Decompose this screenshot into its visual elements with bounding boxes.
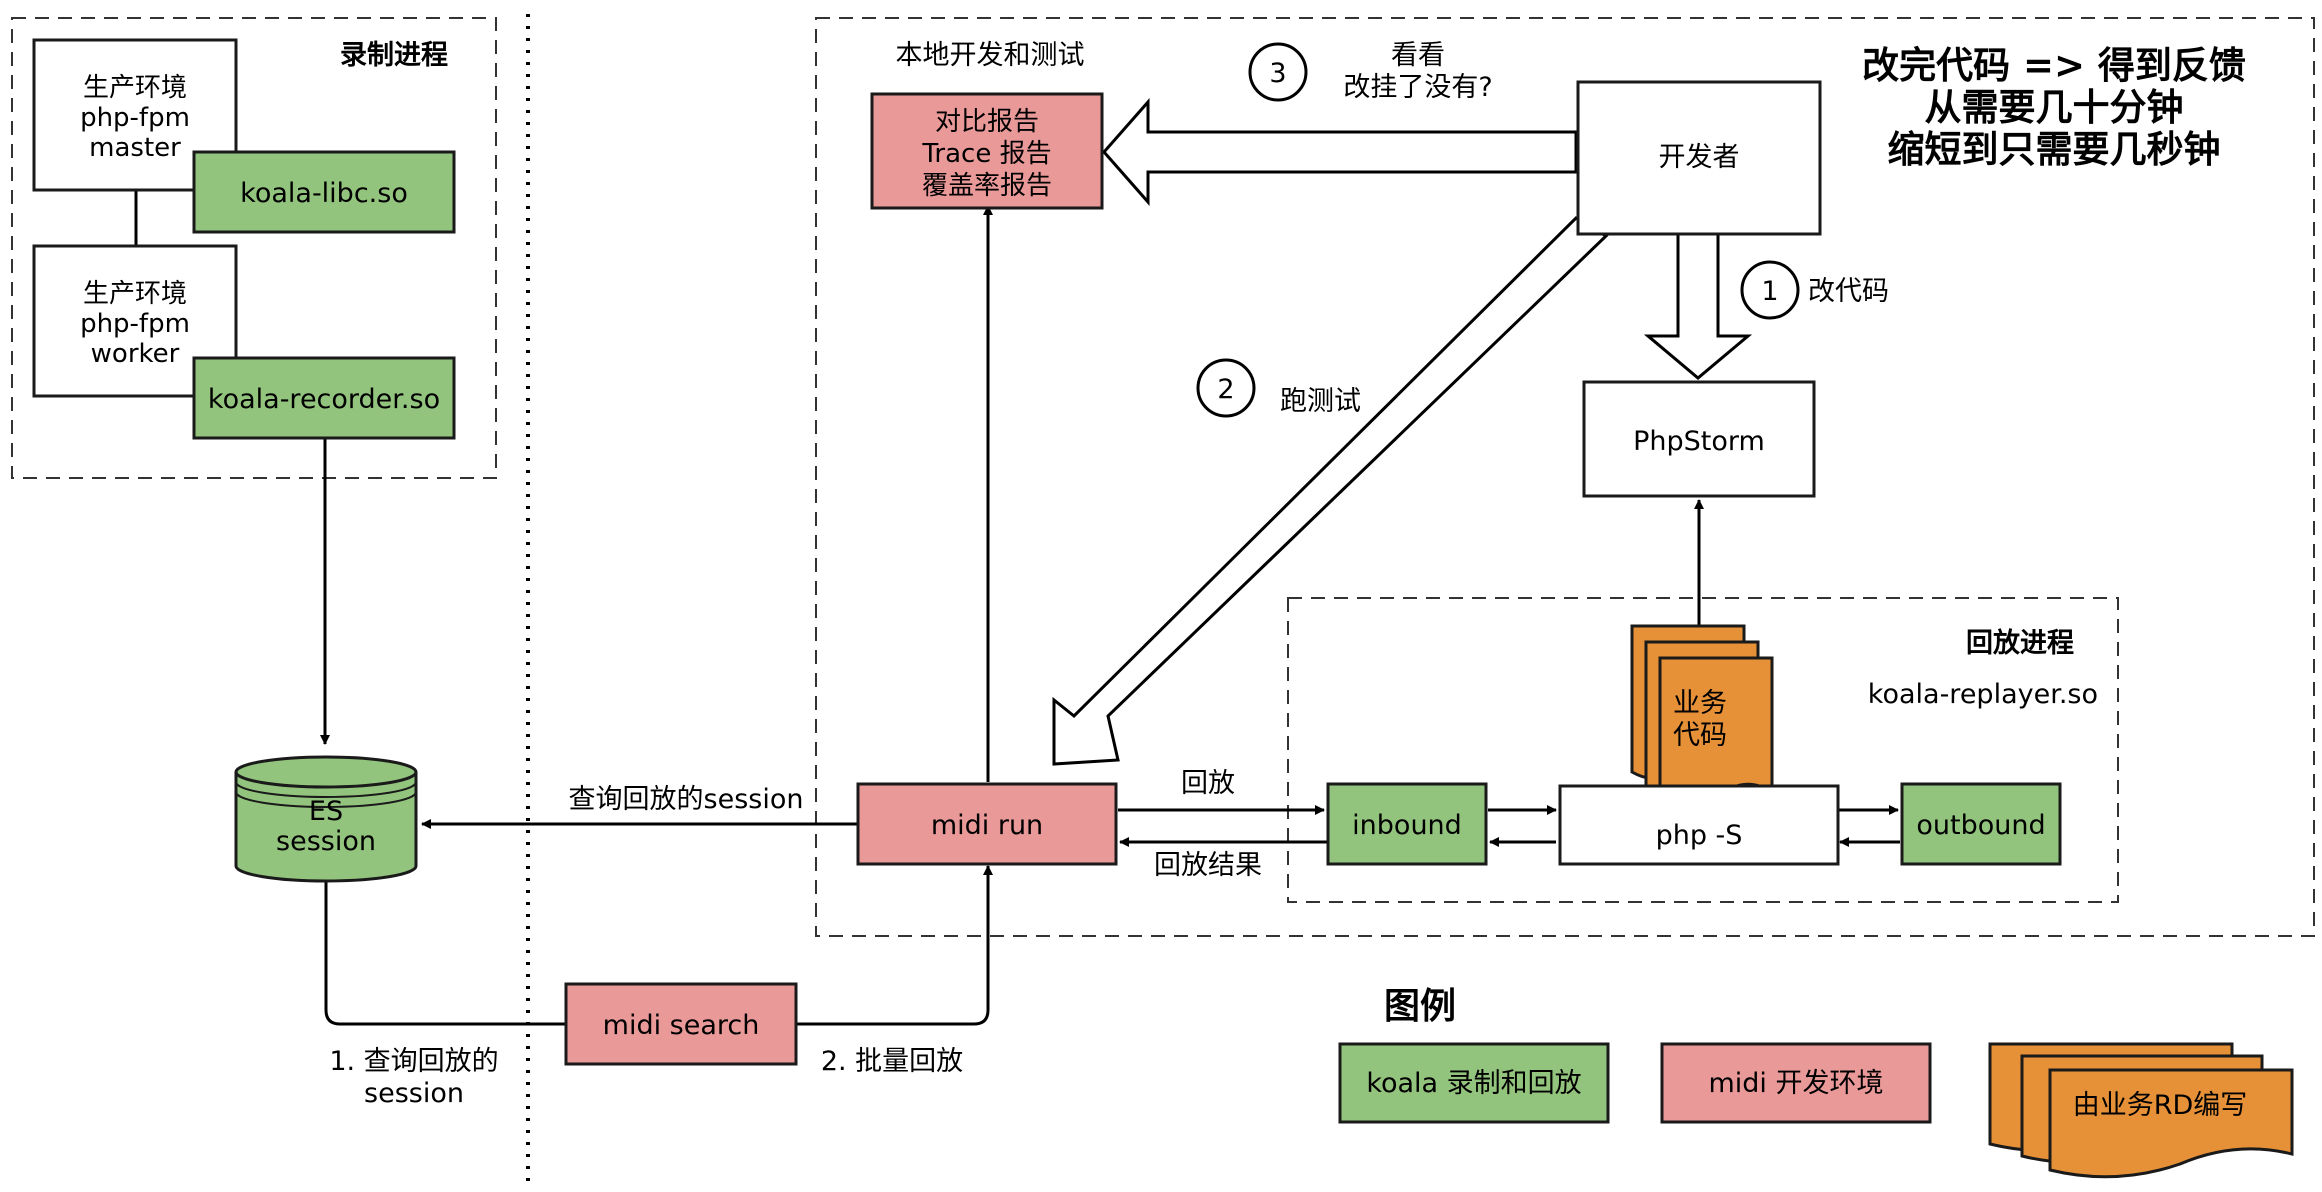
prod-worker-line: php-fpm [80,309,190,339]
prod-master-line: php-fpm [80,103,190,133]
koala-libc-node [192,150,456,234]
legend-title: 图例 [1384,986,1456,1027]
replay-result-label: 回放结果 [1154,850,1262,881]
midi-run-node [856,782,1118,866]
es-session-node [234,755,418,883]
es-session-line: ES [309,796,343,827]
inbound-node [1326,782,1488,866]
step-3-badge [1248,42,1308,102]
replay-label: 回放 [1181,768,1235,799]
legend-business-swatch [1988,1042,2294,1179]
es-session-line: session [276,826,376,857]
report-line: 对比报告 [935,107,1039,137]
record-process-region [11,17,497,479]
developer-node [1576,80,1822,236]
replayer-so-label: koala-replayer.so [1868,679,2098,710]
developer-to-midirun-fat-arrow [1052,216,1609,766]
headline-line: 改完代码 => 得到反馈 [1862,44,2246,87]
developer-label: 开发者 [1659,142,1740,173]
search-to-es-arrow [321,867,566,1026]
replay-process-region [1287,597,2119,903]
legend-midi-swatch [1660,1042,1932,1124]
midi-search-node [564,982,798,1066]
report-line: Trace 报告 [921,139,1051,169]
prod-master-line: master [89,133,181,163]
step-2-number: 2 [1217,374,1234,405]
step-3-label-line: 看看 [1391,40,1445,71]
local-dev-title: 本地开发和测试 [896,40,1085,71]
legend-business-label: 由业务RD编写 [2073,1090,2248,1121]
record-process-title: 录制进程 [340,40,448,71]
replay-process-title: 回放进程 [1966,627,2074,659]
headline: 改完代码 => 得到反馈 从需要几十分钟 缩短到只需要几秒钟 [1862,44,2246,171]
search-query-label-line: 1. 查询回放的 [329,1046,498,1077]
step-2-label: 跑测试 [1280,386,1361,417]
step-2-badge [1196,358,1256,418]
koala-recorder-label: koala-recorder.so [208,384,440,415]
report-line: 覆盖率报告 [922,171,1052,201]
step-3-label-line: 改挂了没有? [1343,72,1492,103]
headline-line: 缩短到只需要几秒钟 [1888,128,2221,171]
business-code-line: 代码 [1673,720,1727,751]
midi-run-label: midi run [931,810,1043,841]
step-3-number: 3 [1269,58,1286,89]
phpstorm-node [1582,380,1816,498]
developer-to-phpstorm-fat-arrow [1643,232,1753,380]
search-to-midirun-arrow [796,865,993,1026]
report-node [870,92,1104,210]
legend-midi-label: midi 开发环境 [1708,1068,1883,1099]
step-1-badge [1740,260,1800,320]
prod-master-line: 生产环境 [83,73,187,103]
legend-koala-label: koala 录制和回放 [1366,1068,1581,1099]
koala-recorder-node [192,356,456,440]
developer-to-report-fat-arrow [1102,98,1578,206]
midi-search-label: midi search [603,1010,760,1041]
php-s-node [1558,784,1840,866]
local-dev-region [815,17,2315,937]
search-query-label-line: session [364,1078,464,1109]
outbound-node [1900,782,2062,866]
query-session-label: 查询回放的session [569,784,804,815]
inbound-label: inbound [1352,810,1462,841]
phpstorm-label: PhpStorm [1633,426,1765,457]
headline-line: 从需要几十分钟 [1925,86,2184,129]
php-s-label: php -S [1656,820,1743,851]
prod-worker-line: worker [91,339,180,369]
outbound-label: outbound [1916,810,2045,841]
business-code-stack [1630,624,1774,813]
step-1-label: 改代码 [1808,276,1889,307]
business-code-line: 业务 [1673,688,1727,719]
prod-worker-line: 生产环境 [83,279,187,309]
batch-replay-label: 2. 批量回放 [821,1046,963,1077]
step-1-number: 1 [1761,276,1778,307]
koala-libc-label: koala-libc.so [240,178,408,209]
legend-koala-swatch [1338,1042,1610,1124]
